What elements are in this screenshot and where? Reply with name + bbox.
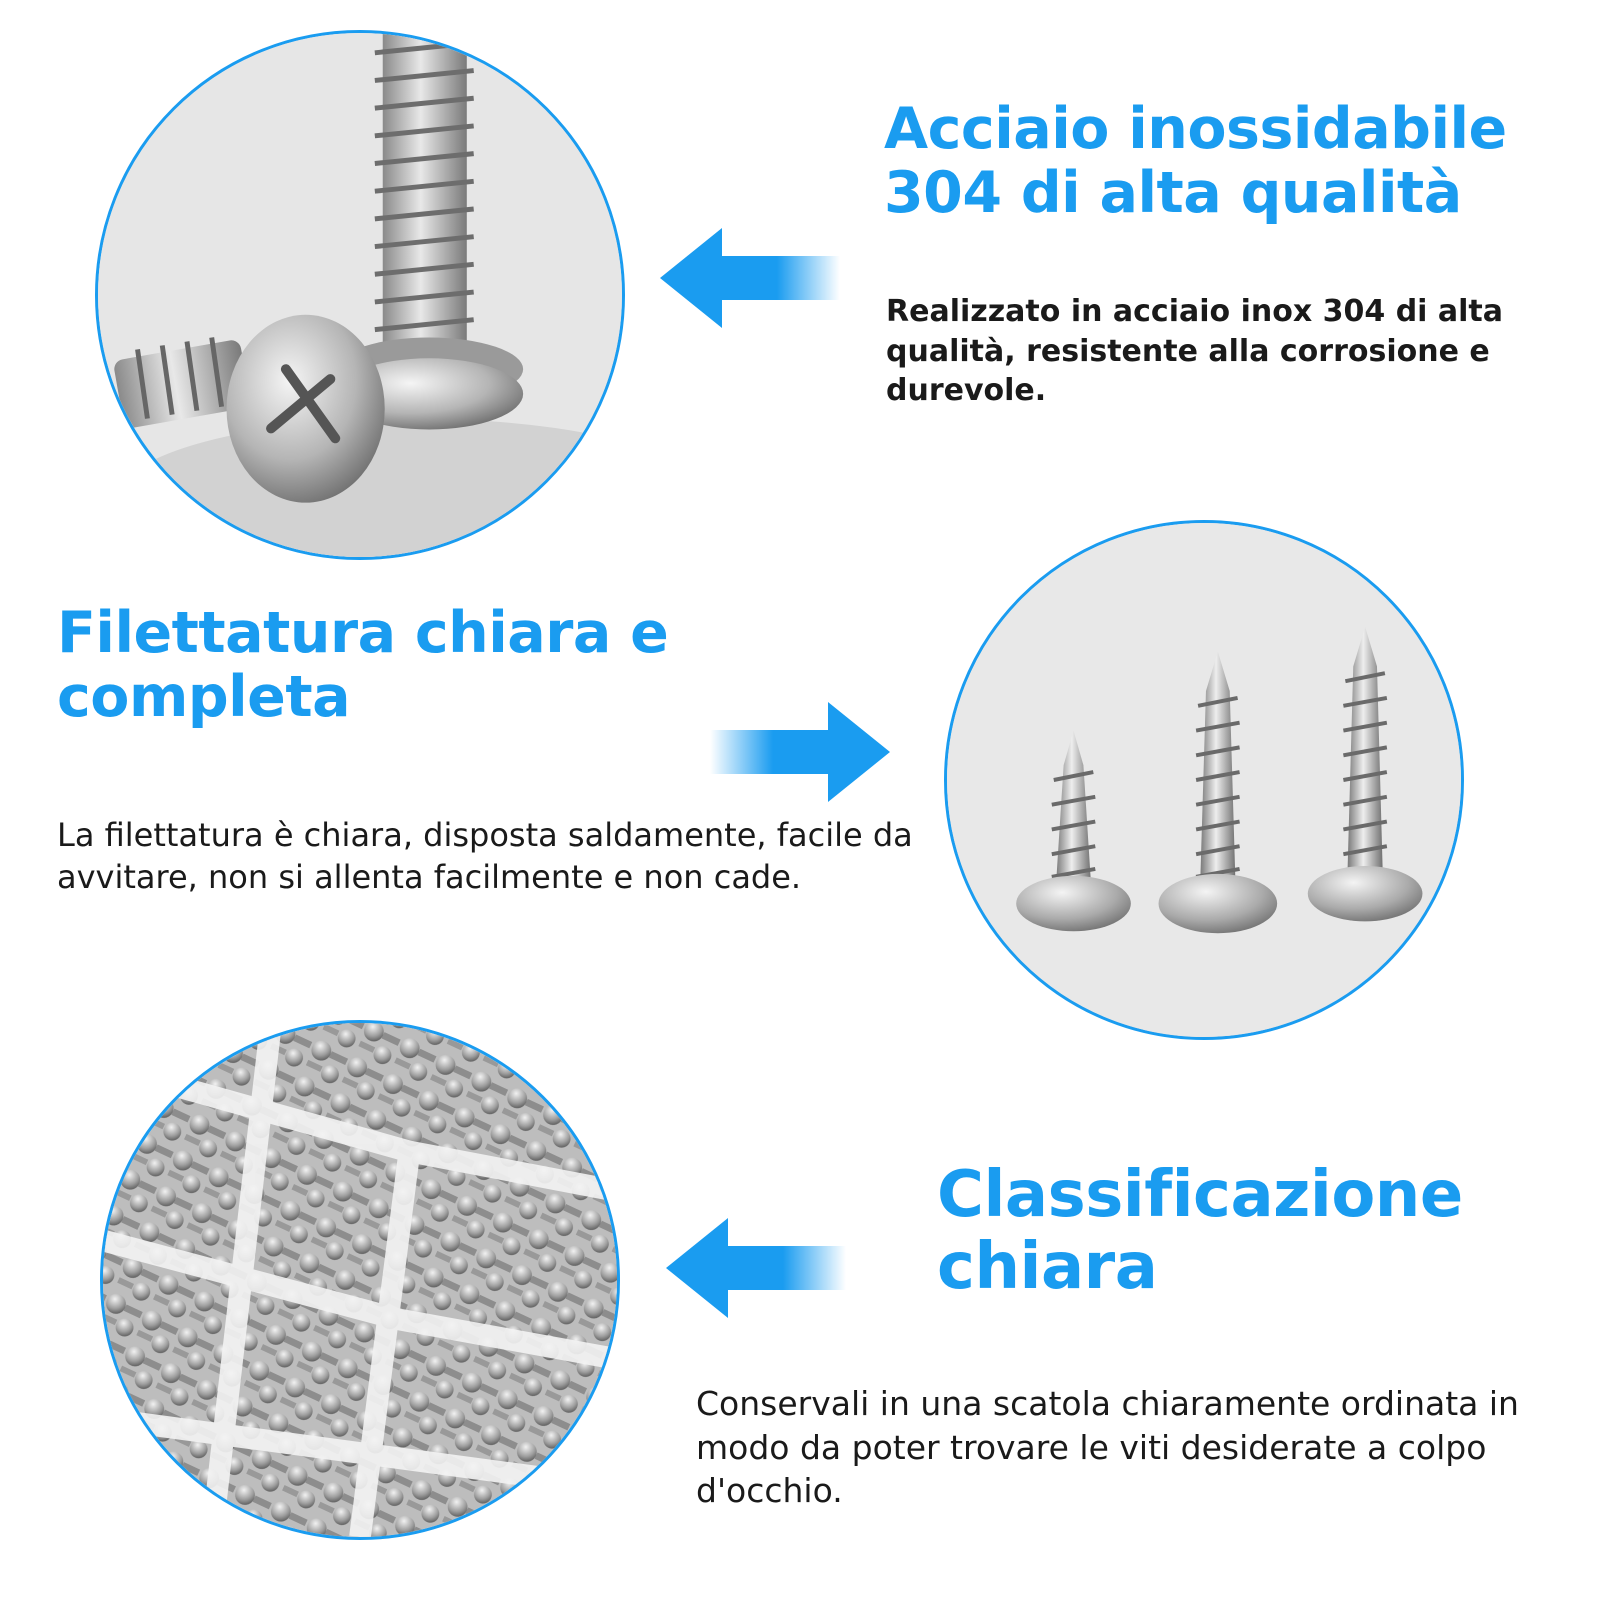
- tapping-screws-photo: [944, 520, 1464, 1040]
- feature-title-thread: Filettatura chiara e completa: [57, 600, 669, 730]
- arrow-left-icon: [666, 1218, 846, 1318]
- organizer-box-illustration: [103, 1023, 617, 1537]
- screws-closeup-illustration: [98, 33, 622, 557]
- feature-title-line1: Filettatura chiara e: [57, 600, 669, 666]
- screw-organizer-box-photo: [100, 1020, 620, 1540]
- stainless-steel-screws-photo: [95, 30, 625, 560]
- arrow-right-icon: [710, 702, 890, 802]
- arrow-left-icon: [660, 228, 840, 328]
- feature-title-classification: Classificazione chiara: [937, 1158, 1463, 1304]
- three-screws-illustration: [947, 523, 1461, 1037]
- feature-title-line2: 304 di alta qualità: [884, 159, 1462, 226]
- feature-title-line2: completa: [57, 663, 351, 730]
- feature-title-line1: Classificazione: [937, 1158, 1463, 1232]
- feature-description-stainless: Realizzato in acciaio inox 304 di alta q…: [886, 294, 1504, 409]
- feature-title-line1: Acciaio inossidabile: [884, 96, 1507, 162]
- feature-description-classification: Conservali in una scatola chiaramente or…: [696, 1384, 1519, 1511]
- feature-title-line2: chiara: [937, 1229, 1158, 1304]
- feature-description-thread: La filettatura è chiara, disposta saldam…: [57, 816, 913, 897]
- feature-title-stainless: Acciaio inossidabile 304 di alta qualità: [884, 96, 1507, 226]
